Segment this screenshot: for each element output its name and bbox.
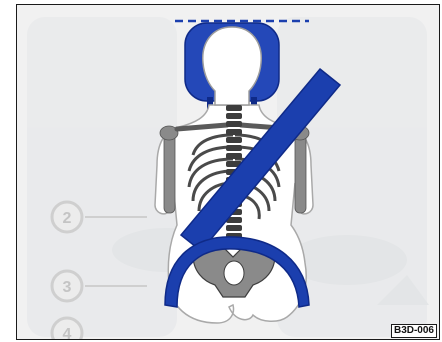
- seat-back-shape: [27, 17, 177, 337]
- seat-belt-diagram: 2 3 4: [17, 5, 440, 340]
- pelvis-opening: [224, 261, 244, 285]
- figure-code-label: B3D-006: [391, 324, 437, 338]
- callout-4-label: 4: [63, 326, 72, 340]
- figure-frame: 2 3 4: [16, 4, 440, 340]
- callout-2-label: 2: [63, 210, 72, 227]
- callout-3-label: 3: [63, 279, 72, 296]
- callout-4: 4: [52, 318, 82, 340]
